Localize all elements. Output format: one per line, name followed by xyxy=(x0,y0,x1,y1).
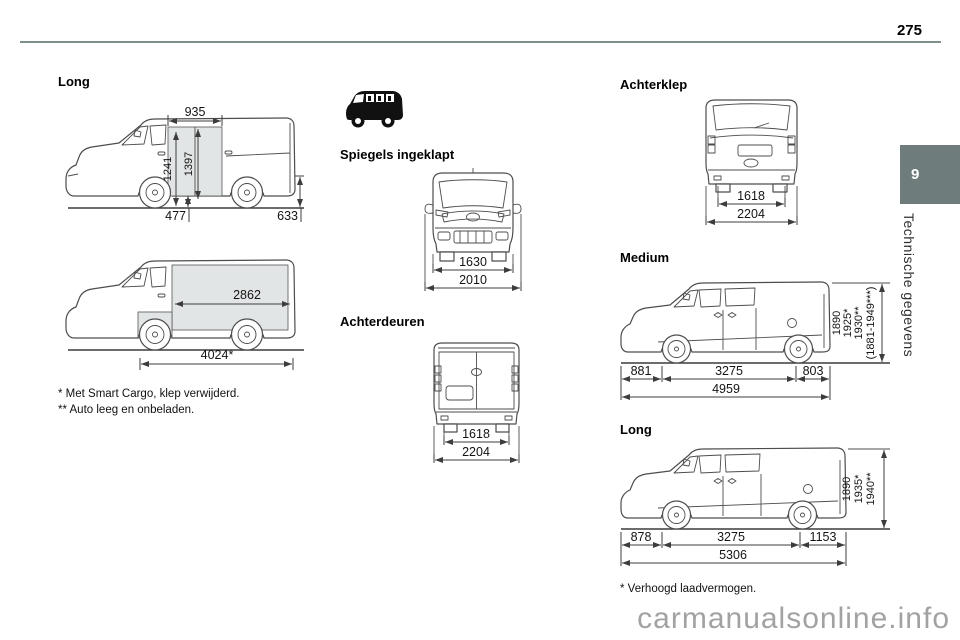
chapter-title: Technische gegevens xyxy=(901,213,917,358)
front-view-diagram: 1630 2010 xyxy=(424,168,522,291)
side-view-cargo-length-diagram: 2862 4024* xyxy=(65,259,304,370)
dim-label: 4024* xyxy=(201,348,234,362)
heading-medium: Medium xyxy=(620,250,670,265)
chapter-tab: 9 xyxy=(900,145,960,204)
van-body xyxy=(432,172,514,253)
cargo-area xyxy=(171,264,289,331)
dim-label: 2204 xyxy=(737,207,765,221)
dim-label: 935 xyxy=(185,105,206,119)
van-body xyxy=(620,281,831,353)
watermark: carmanualsonline.info xyxy=(637,602,950,635)
dim-label: 1930** xyxy=(853,306,865,340)
footnote-raised-payload: * Verhoogd laadvermogen. xyxy=(620,583,757,595)
long-side-view-diagram: 878 1153 3275 1153 5306 1890 1935* 1940*… xyxy=(620,447,890,566)
heading-long-right: Long xyxy=(620,422,652,437)
heading-tailgate: Achterklep xyxy=(620,77,688,92)
dim-label: 1925* xyxy=(842,308,854,337)
dim-label: 803 xyxy=(803,364,824,378)
dim-label: 1153 xyxy=(810,530,837,544)
van-silhouette-icon xyxy=(346,91,403,128)
dim-label: 477 xyxy=(165,209,186,223)
dim-label: 1940** xyxy=(865,472,877,506)
dim-label: 1241 xyxy=(162,157,174,181)
dim-label: 881 xyxy=(631,364,652,378)
heading-rear-doors: Achterdeuren xyxy=(340,314,425,329)
dim-label: 2010 xyxy=(459,273,487,287)
rear-doors-view-diagram: 1618 2204 xyxy=(433,342,520,463)
footnote-smart-cargo: * Met Smart Cargo, klep verwijderd. xyxy=(58,388,240,400)
dim-label: 1890 xyxy=(831,311,843,335)
page-number: 275 xyxy=(896,22,922,39)
dim-label: 1890 xyxy=(841,477,853,501)
dim-label: 3275 xyxy=(715,364,743,378)
dim-label: 633 xyxy=(277,209,298,223)
header-rule xyxy=(20,41,941,43)
van-body xyxy=(705,99,798,185)
medium-side-view-diagram: 881 3275 803 4959 1890 1925* 1930** (188… xyxy=(620,281,890,400)
dim-label: 4959 xyxy=(712,382,740,396)
dim-label: 3275 xyxy=(717,530,745,544)
heading-long-left: Long xyxy=(58,74,90,89)
side-view-sliding-door-diagram: 935 1241 1397 477 633 xyxy=(65,105,304,223)
dim-label: 2204 xyxy=(462,445,490,459)
dim-label: 1935* xyxy=(853,474,865,503)
dim-label: 1397 xyxy=(183,152,195,176)
dim-label: 5306 xyxy=(719,548,747,562)
dim-label: 1618 xyxy=(462,427,490,441)
dim-label: 878 xyxy=(631,530,652,544)
dim-label: 2862 xyxy=(233,288,261,302)
footnote-unloaded: ** Auto leeg en onbeladen. xyxy=(58,404,195,416)
dim-label: 1630 xyxy=(459,255,487,269)
dim-label: (1881-1949***) xyxy=(865,287,877,360)
dim-label: 1618 xyxy=(737,189,765,203)
tailgate-view-diagram: 1618 2204 xyxy=(705,99,798,225)
heading-mirrors-folded: Spiegels ingeklapt xyxy=(340,147,455,162)
